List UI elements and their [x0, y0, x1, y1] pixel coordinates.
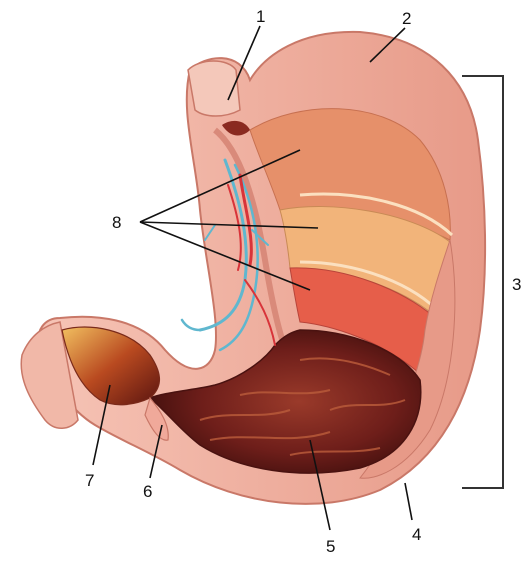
- label-2: 2: [402, 9, 411, 28]
- label-8: 8: [112, 213, 121, 232]
- leader-4: [405, 483, 412, 520]
- label-1: 1: [256, 7, 265, 26]
- label-4: 4: [412, 525, 421, 544]
- label-3: 3: [512, 275, 521, 294]
- label-7: 7: [85, 471, 94, 490]
- label-6: 6: [143, 482, 152, 501]
- label-5: 5: [326, 537, 335, 556]
